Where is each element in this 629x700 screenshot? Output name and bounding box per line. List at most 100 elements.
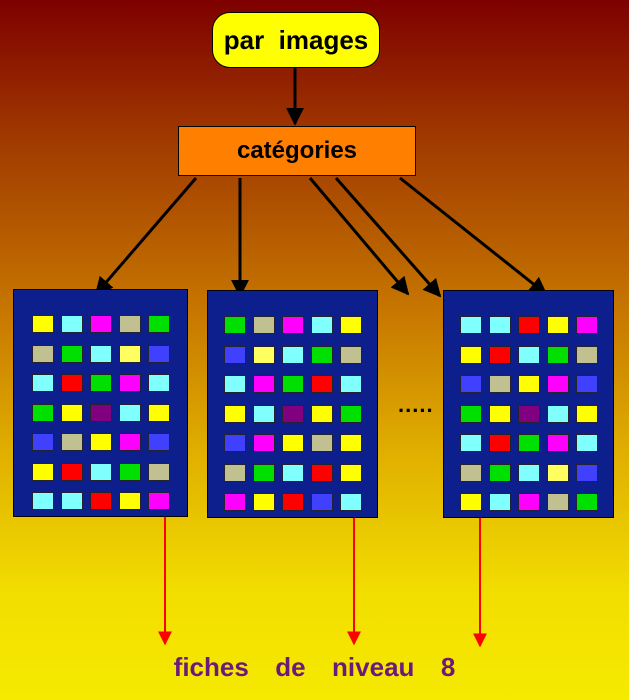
card-cell xyxy=(224,434,246,452)
card-cell xyxy=(253,346,275,364)
card-cell xyxy=(224,405,246,423)
card-cell xyxy=(340,375,362,393)
card-cell xyxy=(489,316,511,334)
arrow-categories-to-panel-1 xyxy=(94,177,198,296)
arrow-categories-to-gap-2 xyxy=(334,177,442,298)
card-cell xyxy=(311,375,333,393)
card-cell xyxy=(489,493,511,511)
card-cell xyxy=(340,493,362,511)
card-cell xyxy=(340,316,362,334)
card-cell xyxy=(547,464,569,482)
card-cell xyxy=(119,374,141,392)
card-cell xyxy=(576,316,598,334)
card-cell xyxy=(282,375,304,393)
card-cell xyxy=(119,463,141,481)
card-cell xyxy=(119,433,141,451)
card-cell xyxy=(489,346,511,364)
arrow-categories-to-gap-1 xyxy=(308,177,410,296)
card-cell xyxy=(576,434,598,452)
card-cell xyxy=(282,434,304,452)
ellipsis-more-panels: ..... xyxy=(398,392,434,417)
card-cell xyxy=(253,316,275,334)
card-cell xyxy=(282,493,304,511)
card-cell xyxy=(253,375,275,393)
card-cell xyxy=(489,464,511,482)
card-cell xyxy=(61,345,83,363)
card-cell xyxy=(32,433,54,451)
card-cell xyxy=(253,493,275,511)
card-cell xyxy=(340,346,362,364)
card-cell xyxy=(148,345,170,363)
card-cell xyxy=(148,374,170,392)
card-cell xyxy=(547,346,569,364)
card-cell xyxy=(518,405,540,423)
card-cell xyxy=(90,345,112,363)
card-cell xyxy=(61,315,83,333)
card-cell xyxy=(32,345,54,363)
root-node-label: par images xyxy=(223,24,369,55)
card-cell xyxy=(90,404,112,422)
card-cell xyxy=(224,346,246,364)
card-cell xyxy=(224,464,246,482)
card-cell xyxy=(148,463,170,481)
card-cell xyxy=(253,434,275,452)
footer-label: fiches de niveau 8 xyxy=(173,652,456,682)
card-cell xyxy=(311,493,333,511)
card-cell xyxy=(224,375,246,393)
root-node-par-images: par images xyxy=(212,12,380,68)
card-cell xyxy=(32,463,54,481)
card-grid-panel-1 xyxy=(13,289,188,517)
card-cell xyxy=(311,464,333,482)
card-cell xyxy=(576,346,598,364)
card-cell xyxy=(311,346,333,364)
card-cell xyxy=(460,464,482,482)
card-cell xyxy=(119,315,141,333)
card-cell xyxy=(282,464,304,482)
card-cell xyxy=(576,405,598,423)
card-cell xyxy=(90,463,112,481)
card-cell xyxy=(253,464,275,482)
card-cell xyxy=(340,434,362,452)
card-cell xyxy=(460,405,482,423)
card-cell xyxy=(32,374,54,392)
arrow-categories-to-panel-3 xyxy=(399,176,548,296)
card-cell xyxy=(489,434,511,452)
card-cell xyxy=(32,404,54,422)
card-grid-panel-3 xyxy=(443,290,614,518)
card-cell xyxy=(311,405,333,423)
card-cell xyxy=(460,493,482,511)
card-cell xyxy=(148,404,170,422)
card-cell xyxy=(547,375,569,393)
card-cell xyxy=(224,493,246,511)
card-cell xyxy=(489,405,511,423)
card-cell xyxy=(90,315,112,333)
card-cell xyxy=(61,404,83,422)
card-cell xyxy=(90,433,112,451)
card-cell xyxy=(576,375,598,393)
card-cell xyxy=(119,345,141,363)
category-node: catégories xyxy=(178,126,416,176)
card-cell xyxy=(547,316,569,334)
card-cell xyxy=(460,346,482,364)
card-grid-panel-2 xyxy=(207,290,378,518)
card-cell xyxy=(32,492,54,510)
card-cell xyxy=(518,493,540,511)
card-cell xyxy=(148,315,170,333)
card-cell xyxy=(90,374,112,392)
card-cell xyxy=(340,464,362,482)
card-cell xyxy=(61,374,83,392)
card-cell xyxy=(148,433,170,451)
card-cell xyxy=(224,316,246,334)
category-node-label: catégories xyxy=(236,137,358,164)
card-cell xyxy=(460,434,482,452)
card-cell xyxy=(547,434,569,452)
card-cell xyxy=(518,346,540,364)
card-cell xyxy=(61,463,83,481)
card-cell xyxy=(282,316,304,334)
card-cell xyxy=(547,493,569,511)
card-cell xyxy=(576,493,598,511)
card-cell xyxy=(460,375,482,393)
card-cell xyxy=(489,375,511,393)
